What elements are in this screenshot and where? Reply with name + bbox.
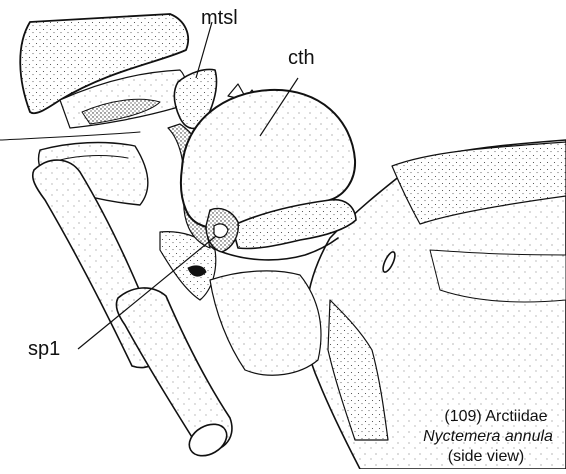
first-spiracle xyxy=(214,224,228,238)
caption-species: Nyctemera annula xyxy=(423,428,553,445)
wing-vein-line xyxy=(0,132,140,140)
label-cth: cth xyxy=(288,47,315,69)
caption-family: (109) Arctiidae xyxy=(444,408,547,425)
caption-view: (side view) xyxy=(448,448,524,465)
label-mtsl: mtsl xyxy=(201,7,238,29)
sternal-plate xyxy=(210,271,321,375)
label-sp1: sp1 xyxy=(28,338,60,360)
